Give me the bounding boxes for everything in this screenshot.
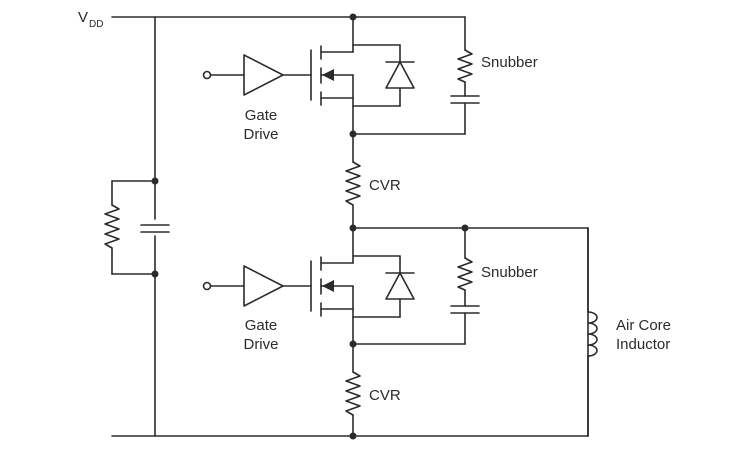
- gate-input-top: [202, 70, 212, 80]
- air-core-inductor: Air Core Inductor: [587, 227, 671, 437]
- vdd-label: V DD: [78, 9, 103, 30]
- gate-drive-top-label-1: Gate: [245, 107, 278, 124]
- cvr-top-resistor: [345, 161, 361, 206]
- snubber-top: Snubber: [352, 49, 538, 135]
- cvr-top-label: CVR: [369, 177, 401, 194]
- inductor-label-2: Inductor: [616, 336, 670, 353]
- cvr-bottom: CVR: [345, 343, 401, 437]
- cvr-top: CVR: [345, 133, 401, 229]
- body-diode-top: [352, 44, 415, 107]
- cvr-bottom-label: CVR: [369, 387, 401, 404]
- snubber-bottom: Snubber: [352, 257, 538, 345]
- gate-driver-buffer-top: [243, 54, 284, 96]
- gate-input-bottom: [202, 281, 212, 291]
- body-diode-bottom: [352, 255, 415, 318]
- snubber-bottom-label: Snubber: [481, 264, 538, 281]
- gate-drive-bottom-label-2: Drive: [243, 336, 278, 353]
- junction-dots: [349, 13, 469, 440]
- gate-drive-top: Gate Drive: [202, 54, 312, 143]
- vdd-label-main: V: [78, 9, 88, 26]
- bleeder-resistor: [104, 204, 120, 249]
- snubber-top-resistor: [457, 49, 473, 83]
- vdd-label-sub: DD: [89, 19, 103, 30]
- mosfet-bottom: [310, 256, 354, 345]
- inductor-label-1: Air Core: [616, 317, 671, 334]
- supply-bypass-network: [104, 16, 170, 437]
- snubber-top-label: Snubber: [481, 54, 538, 71]
- snubber-bottom-resistor: [457, 257, 473, 291]
- ground-rail: [111, 227, 589, 437]
- switch-node: [352, 227, 589, 264]
- gate-drive-bottom: Gate Drive: [202, 265, 312, 353]
- gate-drive-top-label-2: Drive: [243, 126, 278, 143]
- mosfet-top: [310, 16, 354, 135]
- gate-drive-bottom-label-1: Gate: [245, 317, 278, 334]
- gate-driver-buffer-bottom: [243, 265, 284, 307]
- vdd-rail: [111, 16, 466, 51]
- cvr-bottom-resistor: [345, 371, 361, 416]
